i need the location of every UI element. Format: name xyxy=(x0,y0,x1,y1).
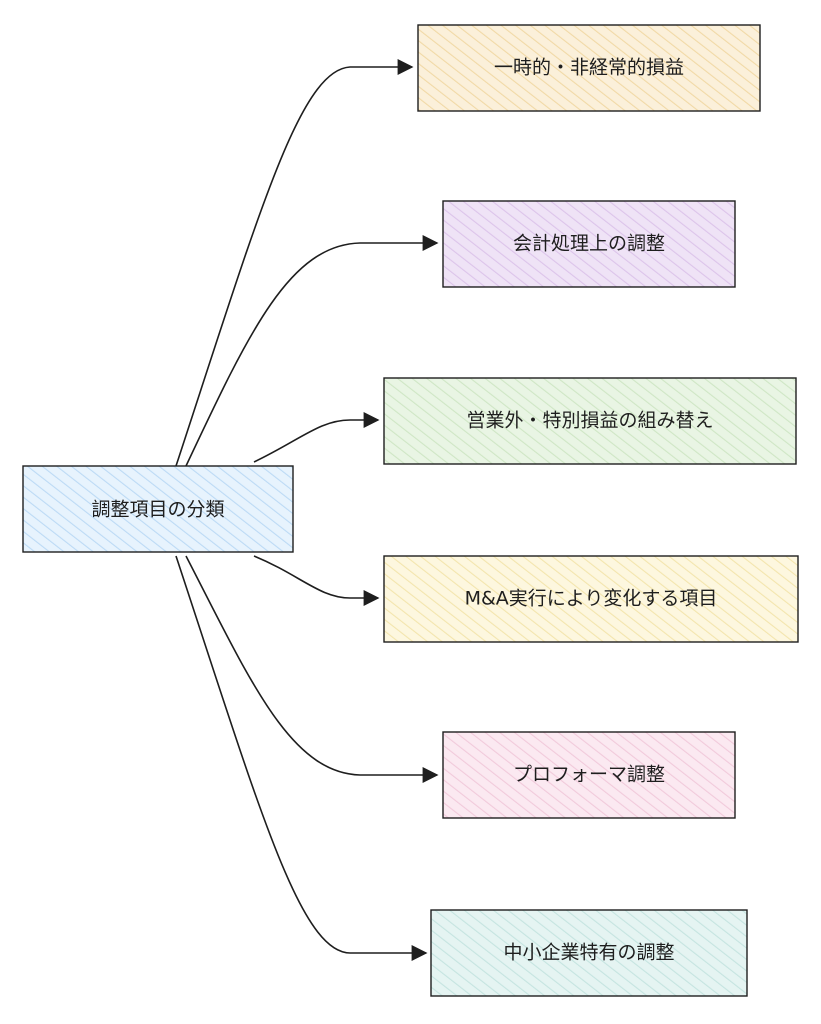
connector-reclass xyxy=(253,412,380,463)
category-label-reclass: 営業外・特別損益の組み替え xyxy=(466,410,713,432)
category-box-proforma xyxy=(442,731,736,819)
category-node-sme: 中小企業特有の調整 xyxy=(430,909,748,997)
category-box-sme xyxy=(430,909,748,997)
connector-ma xyxy=(253,555,380,606)
category-label-ma: M&A実行により変化する項目 xyxy=(465,588,718,610)
category-label-one-time: 一時的・非経常的損益 xyxy=(494,57,684,79)
category-node-accounting: 会計処理上の調整 xyxy=(442,200,736,288)
connector-sme xyxy=(175,555,428,961)
category-node-ma: M&A実行により変化する項目 xyxy=(383,555,799,643)
root-node: 調整項目の分類 xyxy=(22,465,294,553)
category-node-proforma: プロフォーマ調整 xyxy=(442,731,736,819)
category-node-group: 一時的・非経常的損益 会計処理上の調整 営業外・特別損益の組み替え M&A実行に… xyxy=(383,24,799,997)
category-node-reclass: 営業外・特別損益の組み替え xyxy=(383,377,797,465)
connector-proforma xyxy=(185,555,439,783)
category-box-one-time xyxy=(417,24,761,112)
category-box-accounting xyxy=(442,200,736,288)
connector-one-time xyxy=(175,59,414,467)
connector-group xyxy=(175,59,439,961)
category-node-one-time: 一時的・非経常的損益 xyxy=(417,24,761,112)
category-label-sme: 中小企業特有の調整 xyxy=(503,942,674,964)
category-label-accounting: 会計処理上の調整 xyxy=(513,233,665,255)
connector-accounting xyxy=(185,235,439,467)
root-node-box xyxy=(22,465,294,553)
category-box-ma xyxy=(383,555,799,643)
category-box-reclass xyxy=(383,377,797,465)
root-node-label: 調整項目の分類 xyxy=(91,499,224,521)
category-label-proforma: プロフォーマ調整 xyxy=(513,764,665,786)
